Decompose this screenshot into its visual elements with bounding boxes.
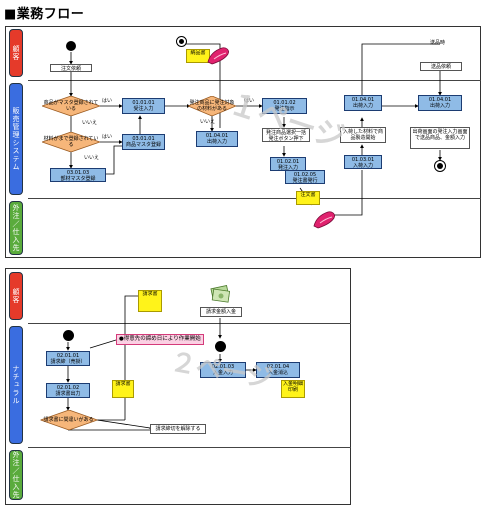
lane-natural: ナチュラル bbox=[9, 326, 23, 444]
lane-supplier-2: 外注／仕入先 bbox=[9, 450, 23, 500]
invoice-note-top: 請求書 bbox=[138, 290, 162, 312]
decision-material-registered: 材料がまで登録されている bbox=[42, 132, 100, 152]
box-020103: 02.01.03 入金入力 bbox=[200, 362, 246, 378]
decision-invoice-error: 請求書に間違いがある bbox=[40, 410, 97, 430]
end-node-right bbox=[434, 160, 446, 172]
box-030101: 03.01.01 商品マスタ登録 bbox=[122, 134, 165, 150]
label-yes-3: はい bbox=[244, 98, 255, 104]
invoice-input-note: 出荷画面の発注入力画面で送品商品、金額入力 bbox=[410, 127, 470, 149]
order-request-box: 注文依頼 bbox=[50, 64, 92, 72]
closing-date-note: ●得意先の締め日により作業開始 bbox=[116, 334, 204, 345]
box-020104: 02.01.04 入金消込 bbox=[256, 362, 300, 378]
ship-request-box: 送品依頼 bbox=[420, 62, 462, 71]
box-020102: 02.01.02 請求書出力 bbox=[46, 383, 90, 398]
decision-material-order: 発注商品に発注対象の材料がある bbox=[188, 96, 236, 116]
lane-customer: 顧客 bbox=[9, 29, 23, 77]
start-node bbox=[66, 41, 76, 51]
merge-node bbox=[215, 341, 226, 352]
label-no-3: いいえ bbox=[200, 119, 216, 125]
box-010402: 01.04.01 出荷入力 bbox=[344, 95, 382, 111]
receipt-print-note: 入金明細印刷 bbox=[281, 380, 305, 398]
page-title: ■業務フロー bbox=[4, 7, 85, 22]
box-010401-right: 01.04.01 出荷入力 bbox=[418, 95, 462, 111]
box-010102: 01.01.02 発注指示 bbox=[262, 98, 307, 114]
decision-product-registered: 商品がマスタ登録されている bbox=[42, 96, 100, 116]
start-node-2 bbox=[63, 330, 74, 341]
lane-sales-system: 販売管理システム bbox=[9, 83, 23, 195]
delivery-note: 納品書 bbox=[186, 49, 210, 63]
label-yes-2: はい bbox=[102, 134, 113, 140]
ship-time-label: 送品時 bbox=[430, 40, 446, 46]
box-020101: 02.01.01 請求締（売掛） bbox=[46, 351, 90, 366]
box-010401-left: 01.04.01 出荷入力 bbox=[196, 131, 238, 147]
manufacture-note: 入荷した材料で商品製造開始 bbox=[340, 127, 386, 143]
invoice-note-middle: 請求書 bbox=[112, 380, 134, 398]
lane-customer-2: 顧客 bbox=[9, 272, 23, 320]
box-010301: 01.03.01 入荷入力 bbox=[344, 155, 382, 169]
shoe-icon-bottom bbox=[313, 211, 335, 229]
money-icon bbox=[210, 284, 230, 303]
box-010101: 01.01.01 受注入力 bbox=[122, 98, 165, 114]
end-node-top bbox=[176, 36, 187, 47]
label-no-2: いいえ bbox=[84, 155, 100, 161]
shoe-icon-top bbox=[207, 47, 229, 65]
lane-supplier: 外注／仕入先 bbox=[9, 201, 23, 255]
label-yes-1: はい bbox=[102, 98, 113, 104]
box-030103: 03.01.03 部材マスタ登録 bbox=[50, 168, 106, 182]
payment-deposit-box: 請求金額入金 bbox=[200, 307, 242, 317]
batch-order-note: 発注商品選択一括発注ボタン押下 bbox=[262, 128, 310, 142]
label-no-1: いいえ bbox=[82, 120, 98, 126]
purchase-order-note: 注文書 bbox=[296, 191, 320, 205]
box-010205: 01.02.05 発注書発行 bbox=[285, 170, 325, 184]
cancel-closing-box: 請求締切を解除する bbox=[150, 424, 206, 434]
